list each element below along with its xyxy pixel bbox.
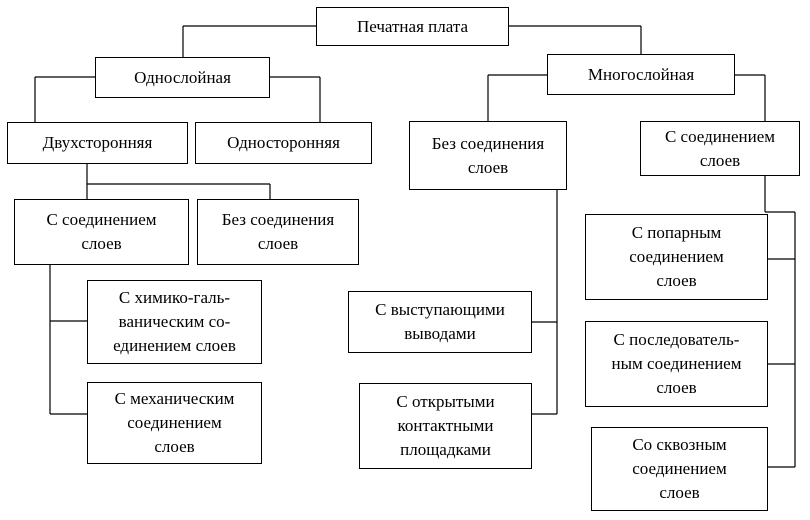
node-open-pads: С открытыми контактными площадками xyxy=(359,383,532,469)
node-root: Печатная плата xyxy=(316,7,509,46)
node-double-sided: Двухсторонняя xyxy=(7,122,188,164)
node-mechanical: С механическим соединением слоев xyxy=(87,382,262,464)
node-with-layer-connection-ml: С соединением слоев xyxy=(640,121,800,176)
node-one-sided: Односторонняя xyxy=(195,122,372,164)
node-through: Со сквозным соединением слоев xyxy=(591,427,768,511)
node-no-layer-connection-ds: Без соединения слоев xyxy=(197,199,359,265)
node-no-layer-connection-ml: Без соединения слоев xyxy=(409,121,567,190)
node-with-layer-connection-ds: С соединением слоев xyxy=(14,199,189,265)
node-sequential: С последователь- ным соединением слоев xyxy=(585,321,768,407)
node-protruding-leads: С выступающими выводами xyxy=(348,291,532,353)
node-pairwise: С попарным соединением слоев xyxy=(585,214,768,300)
node-multi-layer: Многослойная xyxy=(547,54,735,95)
node-single-layer: Однослойная xyxy=(95,57,270,98)
node-chem-galvanic: С химико-галь- ваническим со- единением … xyxy=(87,280,262,364)
